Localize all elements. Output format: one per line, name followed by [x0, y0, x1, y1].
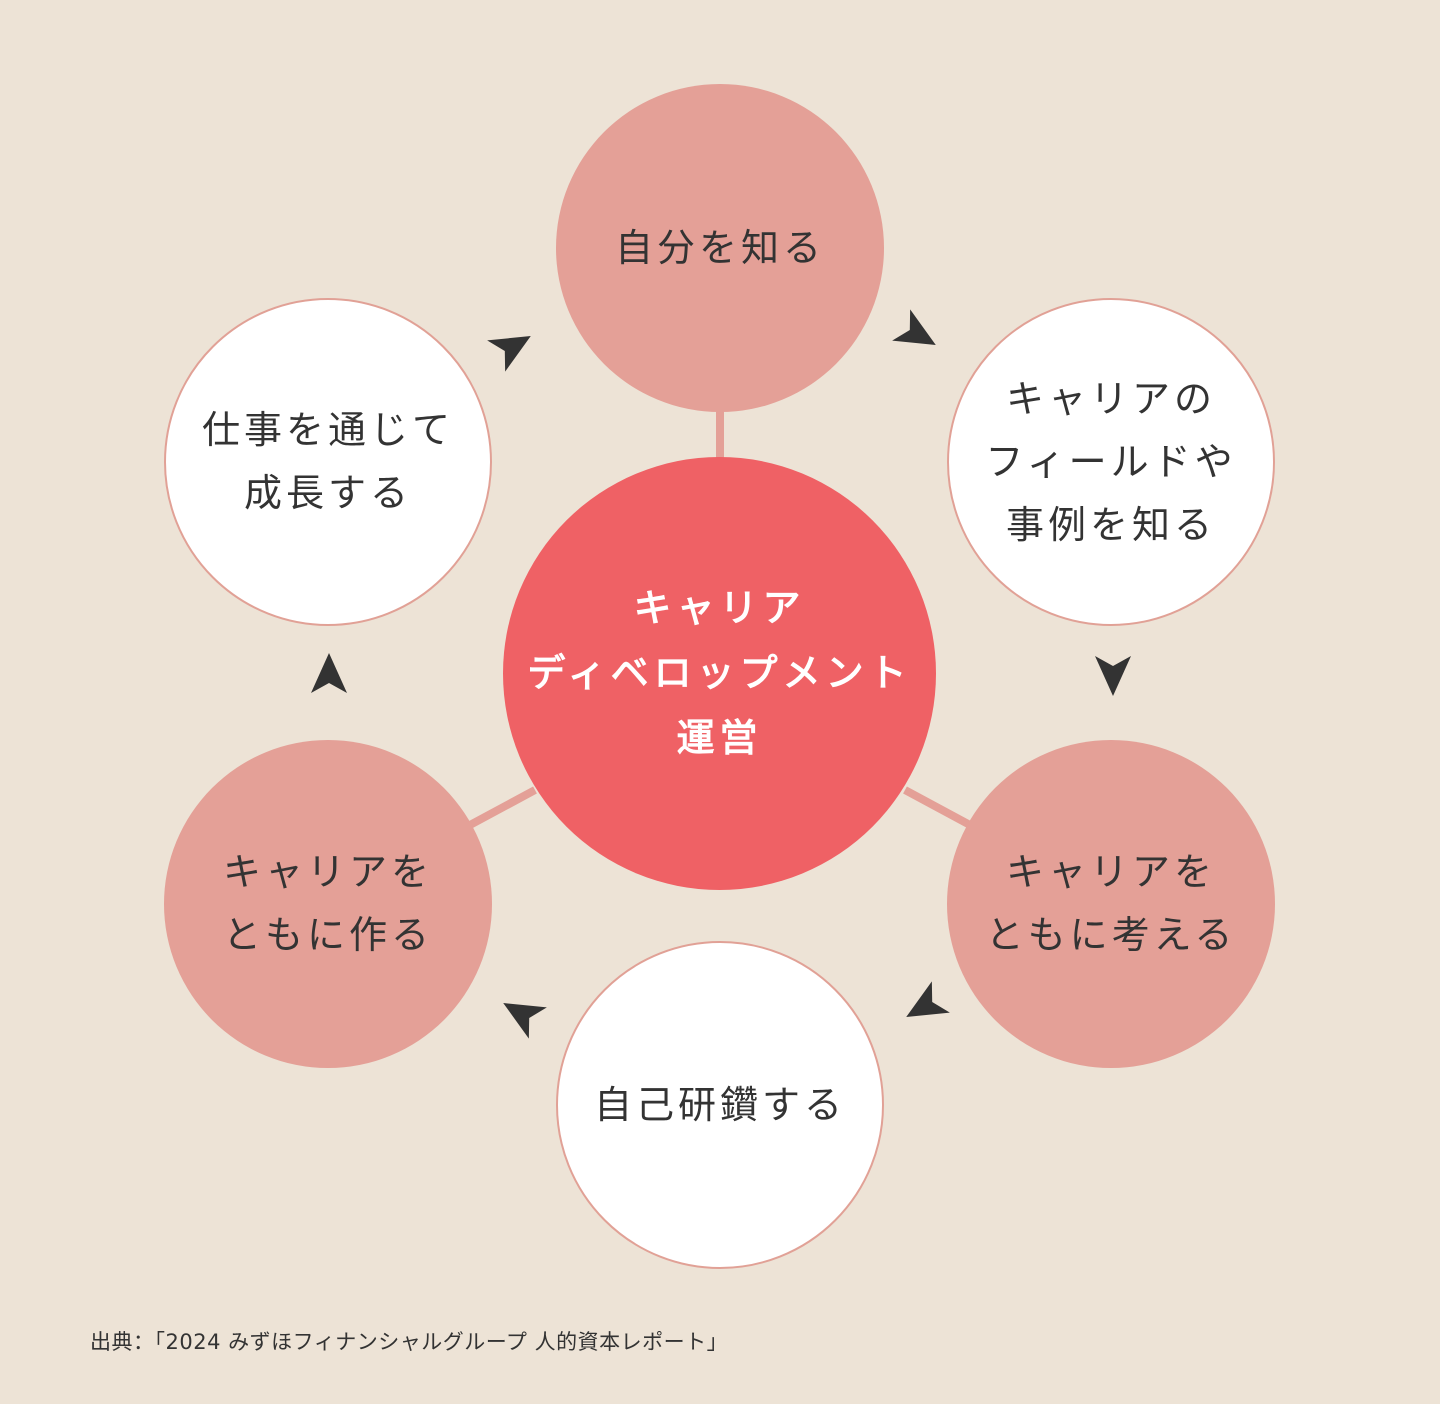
arrow-lower-left-to-upper-left-icon [311, 653, 347, 693]
node-upper-right-line-1: キャリアの [1005, 376, 1216, 421]
node-bottom: 自己研鑽する [556, 941, 884, 1269]
center-label-line-2: ディベロップメント [527, 651, 912, 695]
node-lower-left: キャリアを ともに作る [164, 740, 492, 1068]
node-upper-right-label: キャリアの フィールドや 事例を知る [985, 368, 1236, 557]
node-upper-left-line-1: 仕事を通じて [201, 408, 454, 452]
arrow-lower-right-to-bottom-icon [906, 981, 950, 1017]
connector-lower-right [903, 786, 972, 829]
node-lower-right-label: キャリアを ともに考える [986, 841, 1237, 967]
node-top: 自分を知る [556, 84, 884, 412]
node-lower-right: キャリアを ともに考える [947, 740, 1275, 1068]
center-label-line-1: キャリア [633, 586, 806, 630]
node-upper-left-line-2: 成長する [243, 471, 412, 515]
node-bottom-line-1: 自己研鑽する [593, 1082, 846, 1127]
node-lower-left-label: キャリアを ともに作る [223, 841, 433, 967]
node-upper-right-line-2: フィールドや [985, 439, 1237, 484]
node-top-label: 自分を知る [615, 217, 825, 280]
node-upper-right-line-3: 事例を知る [1005, 502, 1216, 547]
center-node-label: キャリア ディベロップメント 運営 [527, 576, 911, 771]
node-upper-right: キャリアの フィールドや 事例を知る [947, 298, 1275, 626]
arrow-bottom-to-lower-left-icon [503, 1003, 547, 1039]
center-node: キャリア ディベロップメント 運営 [503, 457, 936, 890]
arrow-top-to-upper-right-icon [892, 309, 936, 345]
source-note: 出典：「2024 みずほフィナンシャルグループ 人的資本レポート」 [90, 1330, 729, 1354]
connector-lower-left [468, 786, 537, 829]
center-label-line-3: 運営 [676, 716, 763, 760]
node-upper-left-label: 仕事を通じて 成長する [202, 399, 454, 525]
node-lower-right-line-2: ともに考える [985, 913, 1237, 957]
node-top-line-1: 自分を知る [614, 225, 825, 270]
node-lower-right-line-1: キャリアを [1005, 850, 1216, 894]
arrow-upper-right-to-lower-right-icon [1095, 656, 1131, 696]
node-lower-left-line-2: ともに作る [222, 913, 433, 957]
node-upper-left: 仕事を通じて 成長する [164, 298, 492, 626]
node-lower-left-line-1: キャリアを [222, 850, 433, 894]
arrow-upper-left-to-top-icon [487, 336, 531, 372]
node-bottom-label: 自己研鑽する [594, 1074, 846, 1137]
